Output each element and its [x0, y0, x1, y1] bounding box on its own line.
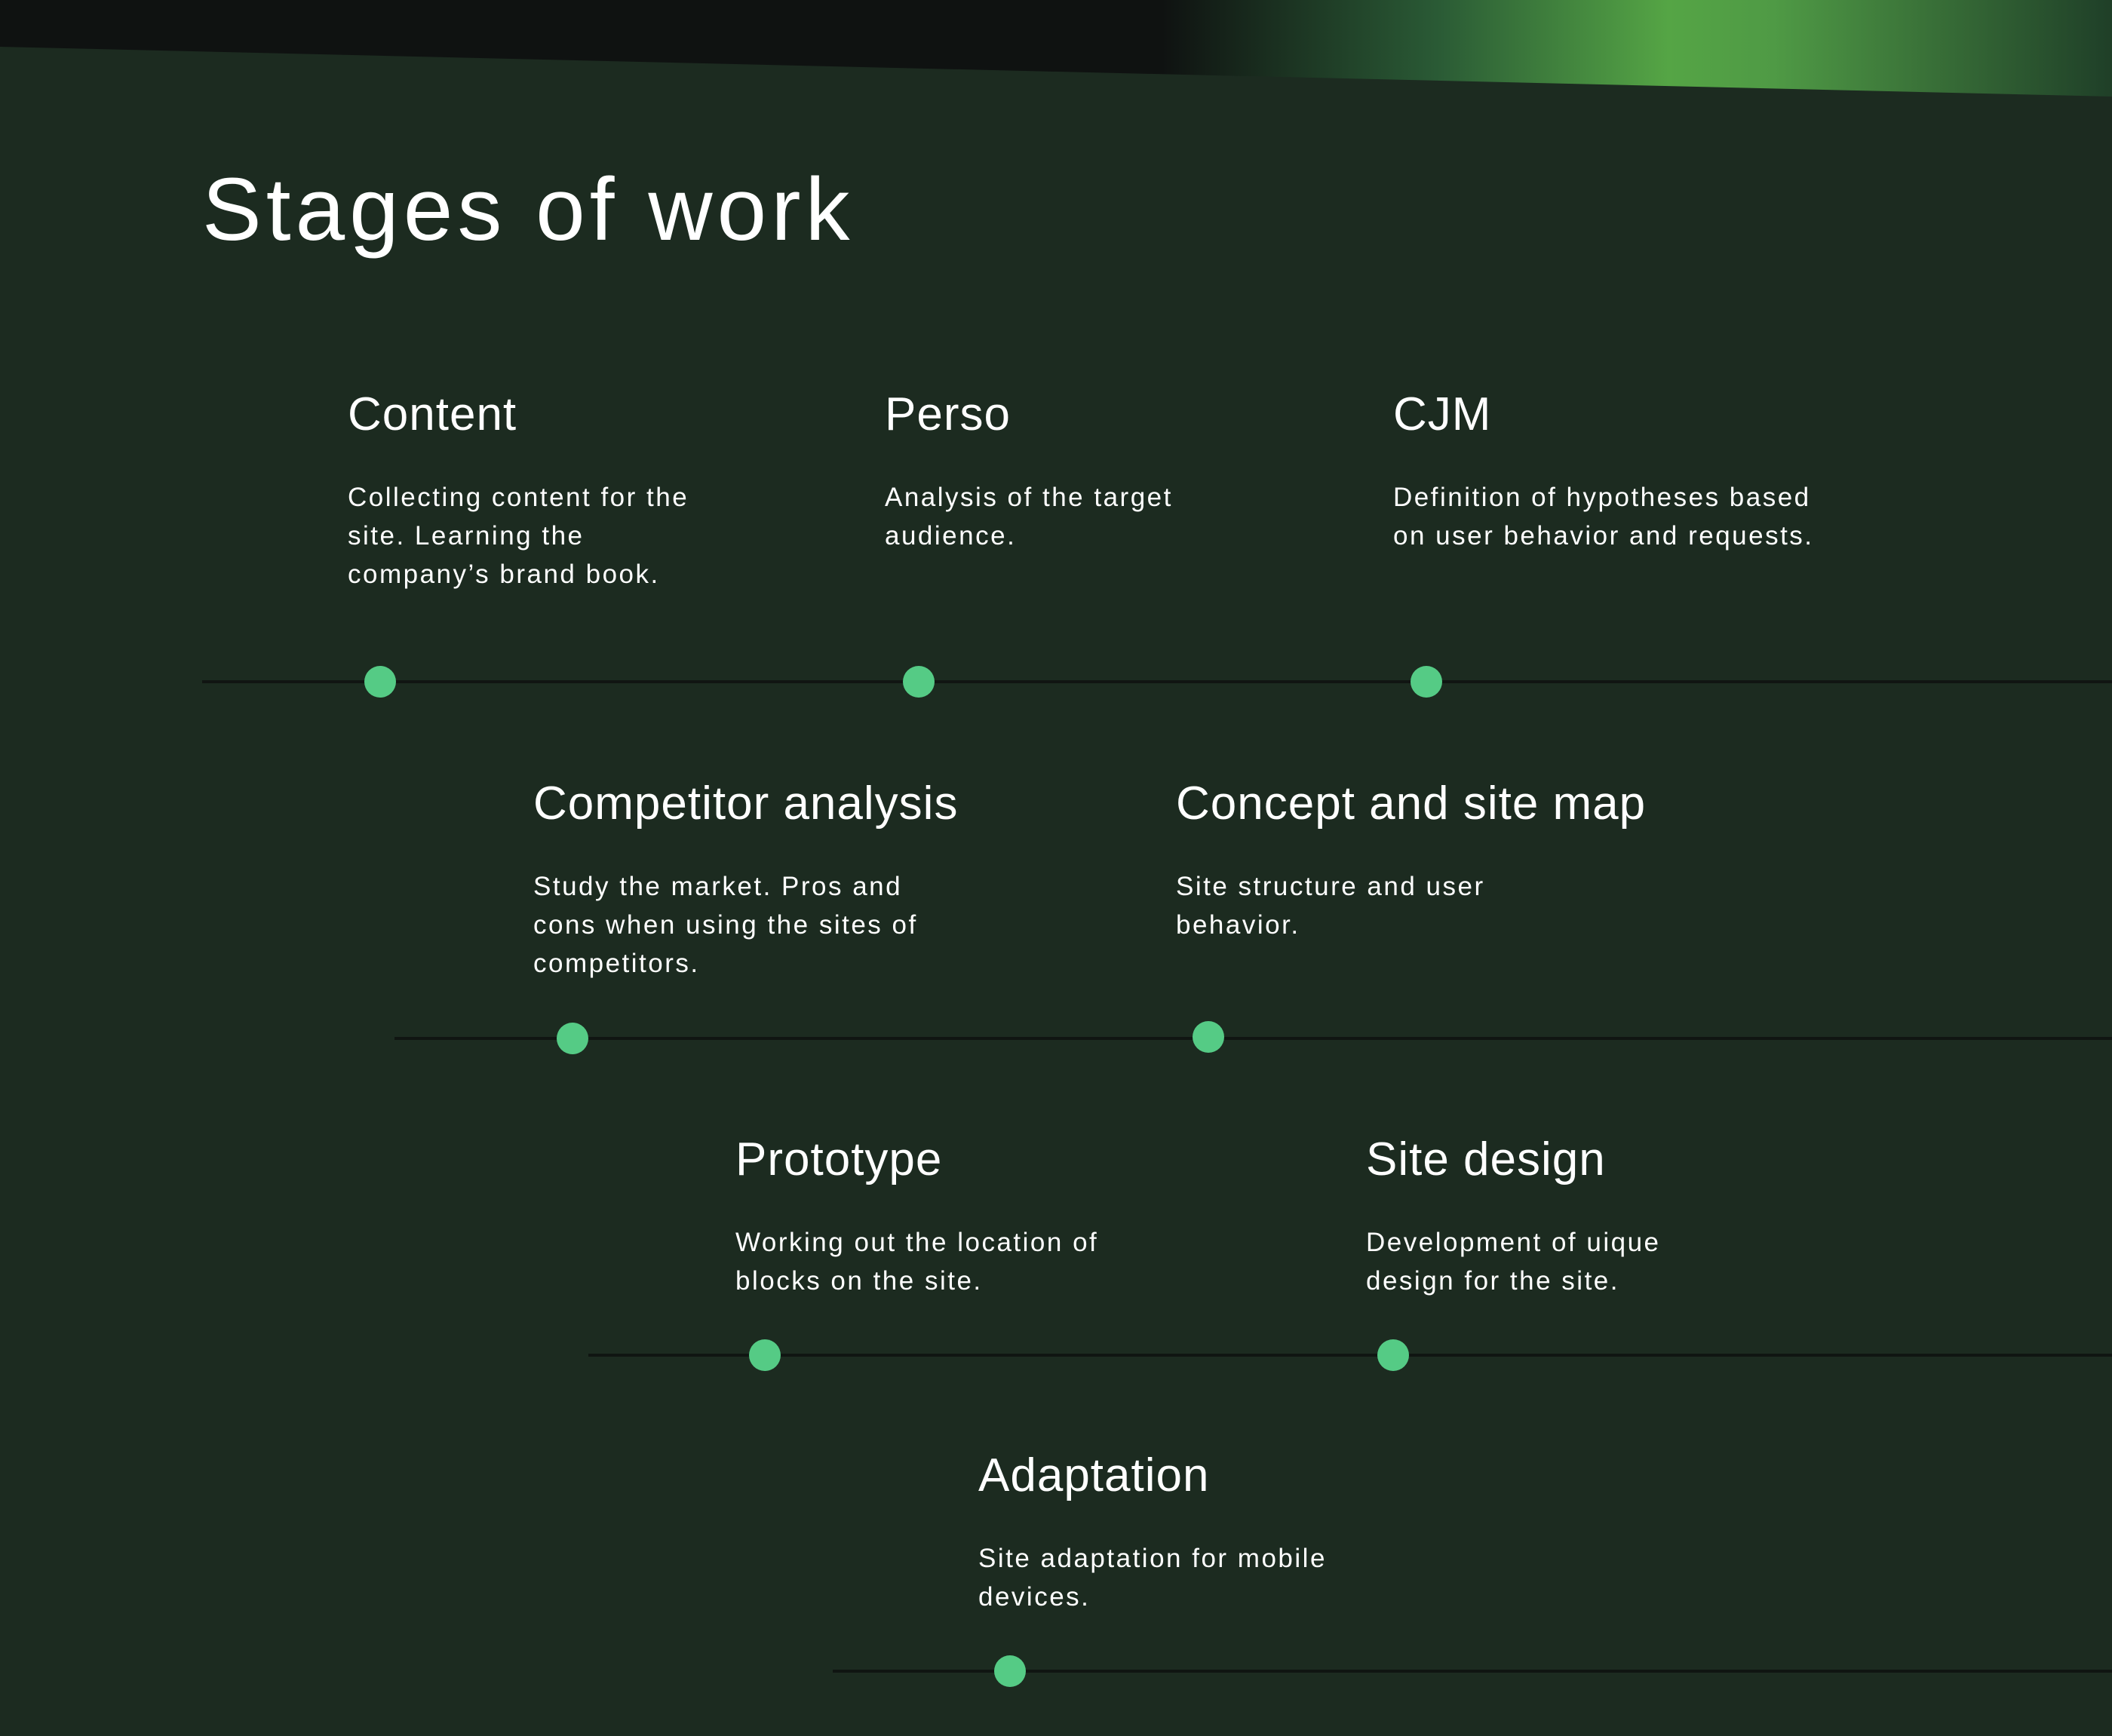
stage-description: Site structure and user behavior.: [1176, 872, 1485, 940]
stage-title: Perso: [885, 388, 1011, 440]
stage-title: CJM: [1393, 388, 1492, 440]
stage-title: Concept and site map: [1176, 778, 1647, 830]
stage-cjm: CJM Definition of hypotheses based on us…: [1393, 385, 1816, 555]
stage-title: Site design: [1366, 1133, 1606, 1185]
stage-title: Adaptation: [978, 1449, 1210, 1501]
timeline-row-4: [833, 1670, 2112, 1673]
stage-concept-site-map: Concept and site map Site structure and …: [1176, 774, 1719, 944]
timeline-row-2: [394, 1037, 2112, 1040]
timeline-dot: [1377, 1339, 1409, 1371]
timeline-dot: [903, 666, 935, 698]
timeline-dot: [557, 1023, 588, 1054]
timeline-row-1: [202, 680, 2112, 683]
stage-description: Working out the location of blocks on th…: [735, 1228, 1099, 1296]
page-title: Stages of work: [202, 160, 855, 259]
timeline-dot: [1411, 666, 1442, 698]
stage-title: Prototype: [735, 1133, 943, 1185]
stage-description: Definition of hypotheses based on user b…: [1393, 483, 1814, 551]
stage-content: Content Collecting content for the site.…: [348, 385, 702, 593]
timeline-dot: [994, 1655, 1026, 1687]
stage-prototype: Prototype Working out the location of bl…: [735, 1130, 1188, 1300]
timeline-row-3: [588, 1354, 2112, 1357]
timeline-dot: [749, 1339, 781, 1371]
stage-description: Study the market. Pros and cons when usi…: [533, 872, 918, 978]
top-gradient-band: [0, 0, 2112, 97]
stage-perso: Perso Analysis of the target audience.: [885, 385, 1186, 555]
stage-description: Analysis of the target audience.: [885, 483, 1173, 551]
stage-site-design: Site design Development of uique design …: [1366, 1130, 1743, 1300]
stage-title: Content: [348, 388, 517, 440]
stage-description: Collecting content for the site. Learnin…: [348, 483, 689, 589]
stage-description: Site adaptation for mobile devices.: [978, 1544, 1327, 1612]
stage-adaptation: Adaptation Site adaptation for mobile de…: [978, 1446, 1416, 1616]
stage-title: Competitor analysis: [533, 778, 959, 830]
timeline-dot: [1193, 1021, 1224, 1053]
stage-description: Development of uique design for the site…: [1366, 1228, 1661, 1296]
stage-competitor-analysis: Competitor analysis Study the market. Pr…: [533, 774, 986, 983]
timeline-dot: [364, 666, 396, 698]
